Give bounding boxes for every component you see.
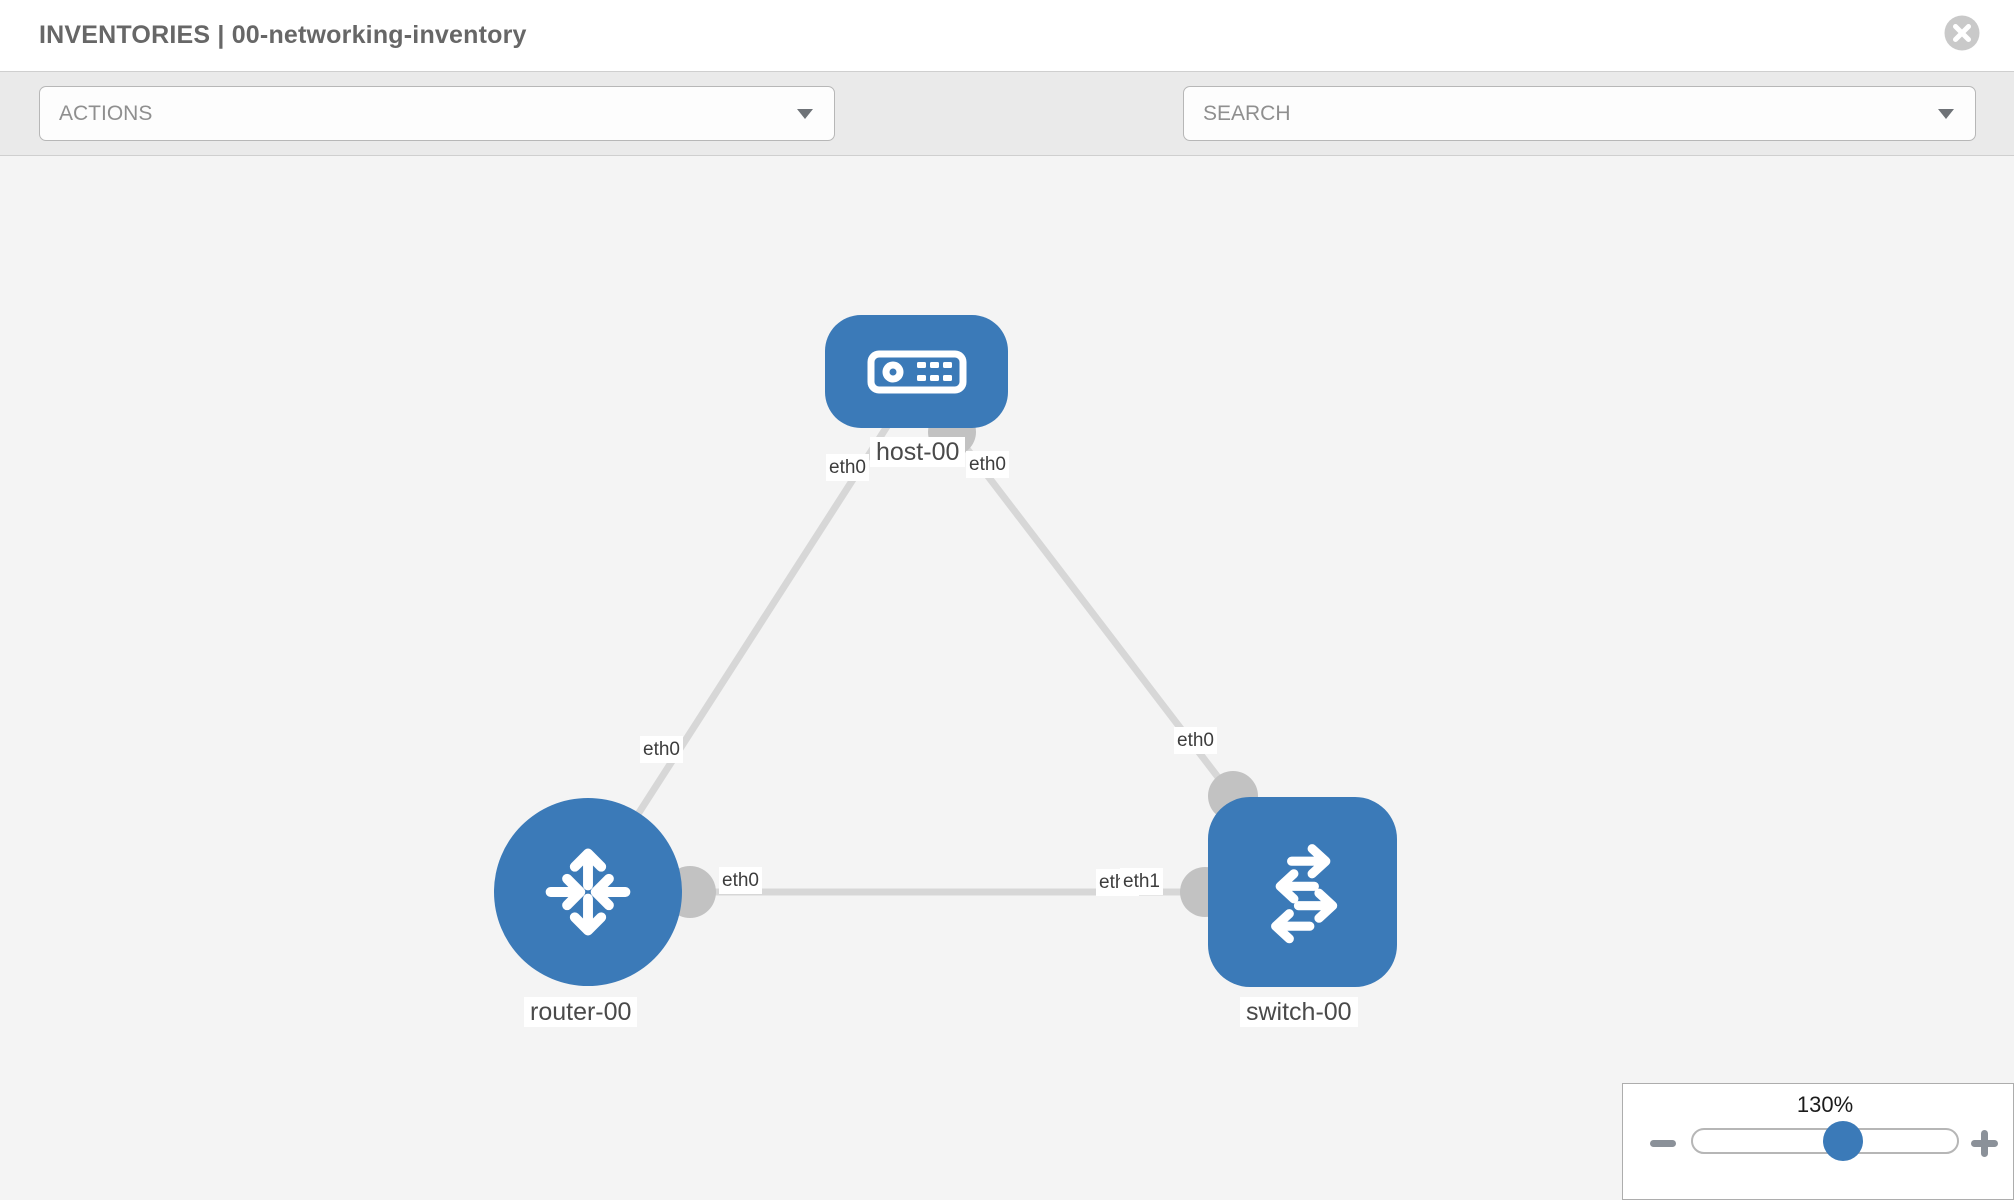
toolbar: ACTIONS SEARCH	[0, 71, 2014, 197]
search-dropdown[interactable]: SEARCH	[1183, 86, 1976, 141]
node-label-switch: switch-00	[1240, 997, 1358, 1027]
close-button[interactable]	[1944, 15, 1980, 51]
zoom-level-value: 130%	[1796, 1092, 1854, 1117]
page-title: INVENTORIES | 00-networking-inventory	[39, 21, 527, 49]
actions-dropdown-label: ACTIONS	[59, 102, 153, 125]
node-host-00[interactable]	[825, 315, 1008, 428]
close-icon	[1944, 15, 1980, 51]
port-label-host-eth0-left: eth0	[826, 454, 869, 481]
router-icon	[545, 848, 631, 936]
node-router-00[interactable]	[494, 798, 682, 986]
port-label-host-eth0-right: eth0	[966, 451, 1009, 478]
zoom-control-panel: 130%	[1622, 1083, 2014, 1200]
topology-links-layer	[585, 408, 1302, 918]
topology-canvas[interactable]: host-00 router-00 switch-00 eth0 eth0 et…	[0, 156, 2014, 1200]
switch-icon	[1270, 844, 1337, 944]
node-label-router: router-00	[524, 997, 638, 1027]
port-label-router-host-mid: eth0	[640, 736, 683, 763]
port-label-router-eth0: eth0	[719, 867, 762, 894]
header: INVENTORIES | 00-networking-inventory	[0, 0, 2014, 71]
node-label-host: host-00	[870, 437, 966, 467]
zoom-slider-thumb[interactable]	[1823, 1121, 1863, 1161]
host-icon	[867, 350, 966, 393]
port-label-host-switch-mid: eth0	[1174, 727, 1217, 754]
actions-dropdown[interactable]: ACTIONS	[39, 86, 835, 141]
port-label-switch-eth1: eth1	[1120, 868, 1163, 895]
node-switch-00[interactable]	[1208, 797, 1397, 987]
zoom-in-button[interactable]	[1971, 1130, 1998, 1157]
search-dropdown-label: SEARCH	[1203, 102, 1291, 125]
chevron-down-icon	[1938, 108, 1954, 119]
chevron-down-icon	[797, 108, 813, 119]
zoom-out-button[interactable]	[1650, 1140, 1676, 1147]
